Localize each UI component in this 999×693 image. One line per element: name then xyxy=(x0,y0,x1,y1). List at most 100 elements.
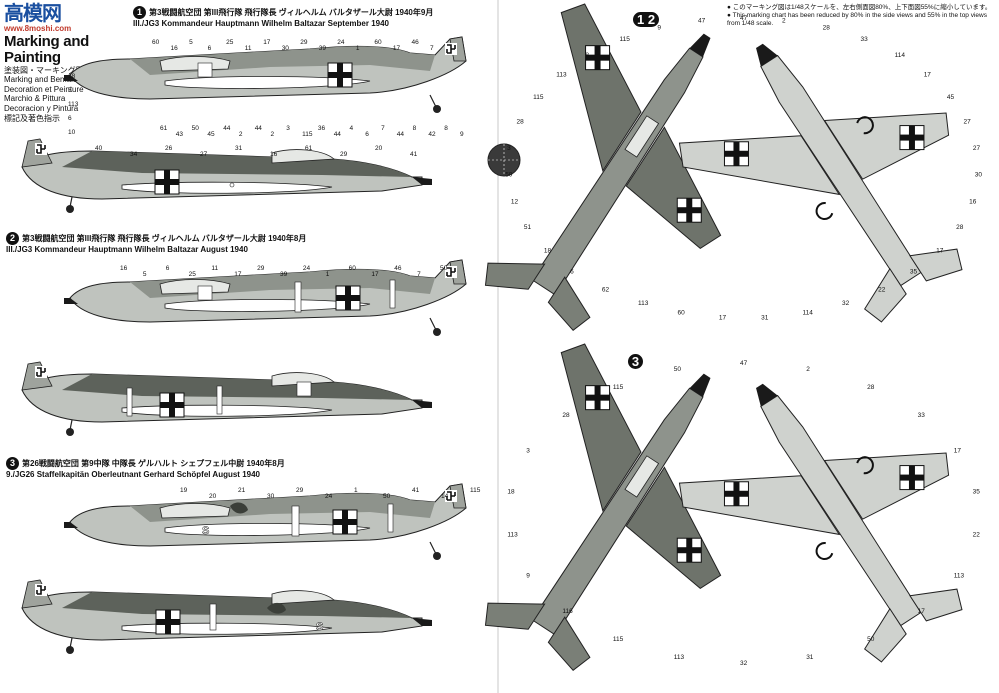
callout-number: 47 xyxy=(698,17,706,24)
callout-number: 22 xyxy=(878,286,886,293)
callout-number: 18 xyxy=(68,73,76,80)
callout-number: 8 xyxy=(413,125,417,132)
callout-number: 17 xyxy=(719,314,727,321)
callout-number: 3 xyxy=(286,125,290,132)
header-line: Marking and Bemalung xyxy=(4,75,87,85)
callout-number: 115 xyxy=(533,94,544,101)
callout-number: 115 xyxy=(470,487,481,494)
callout-number: 39 xyxy=(280,271,288,278)
callout-number: 44 xyxy=(255,125,263,132)
callout-number: 35 xyxy=(973,489,981,496)
callout-number: 16 xyxy=(120,265,128,272)
callout-number: 61 xyxy=(160,125,168,132)
callout-number: 45 xyxy=(207,131,215,138)
callout-number: 3 xyxy=(507,145,511,152)
callout-number: 5 xyxy=(68,87,72,94)
callout-number: 6 xyxy=(68,115,72,122)
callout-number: 3 xyxy=(526,448,530,455)
callout-number: 8 xyxy=(444,125,448,132)
callout-number: 113 xyxy=(638,300,649,307)
scheme-1-2-top-view xyxy=(413,0,809,379)
scale-note-line: ● This marking chart has been reduced by… xyxy=(727,12,987,27)
callout-number: 28 xyxy=(823,25,831,32)
callout-number: 25 xyxy=(226,39,234,46)
callout-number: 114 xyxy=(803,310,814,317)
callout-number: 2 xyxy=(782,17,786,24)
scheme-number: 2 xyxy=(6,232,19,245)
callout-number: 22 xyxy=(973,531,981,538)
scheme-3-left-profile: S xyxy=(63,483,467,560)
callout-number: 62 xyxy=(602,286,610,293)
callout-number: 51 xyxy=(524,224,532,231)
callout-number: 19 xyxy=(180,487,188,494)
plan-badge-text: 3 xyxy=(628,354,643,369)
callout-number: 1 xyxy=(354,487,358,494)
callout-number: 44 xyxy=(334,131,342,138)
scale-note: ● このマーキング図は1/48スケールを、左右側面図80%、上下面図55%に縮小… xyxy=(727,4,999,28)
header-line: 標記及著色指示 xyxy=(4,113,60,123)
callout-number: 29 xyxy=(340,151,348,158)
callout-number: 114 xyxy=(895,52,906,59)
plan-badge-1-2: 1 2 xyxy=(633,12,661,27)
callout-number: 30 xyxy=(975,172,983,179)
scheme-title-en: III./JG3 Kommandeur Hauptmann Wilhelm Ba… xyxy=(133,19,389,28)
callout-number: 7 xyxy=(381,125,385,132)
callout-number: 115 xyxy=(613,636,624,643)
callout-number: 50 xyxy=(192,125,200,132)
callout-number: 115 xyxy=(620,36,631,43)
callout-number: 44 xyxy=(397,131,405,138)
callout-number: 17 xyxy=(918,608,926,615)
callout-number: 6 xyxy=(208,45,212,52)
callout-number: 6 xyxy=(365,131,369,138)
callout-number: 43 xyxy=(176,131,184,138)
callout-number: 2 xyxy=(806,366,810,373)
callout-number: 2 xyxy=(239,131,243,138)
scheme-title-jp: 第3戦闘航空団 第III飛行隊 飛行隊長 ヴィルヘルム バルタザール大尉 194… xyxy=(22,233,307,243)
callout-number: 20 xyxy=(375,145,383,152)
callout-number: 30 xyxy=(282,45,290,52)
callout-number: 50 xyxy=(383,493,391,500)
callout-number: 50 xyxy=(867,636,875,643)
callout-number: 7 xyxy=(430,45,434,52)
callout-number: 60 xyxy=(374,39,382,46)
callout-number: 5 xyxy=(189,39,193,46)
callout-number: 28 xyxy=(867,384,875,391)
callout-number: 44 xyxy=(223,125,231,132)
callout-number: 45 xyxy=(947,94,955,101)
callout-number: 29 xyxy=(296,487,304,494)
watermark: 高模网 xyxy=(4,3,62,25)
scheme-1-left-profile xyxy=(63,36,467,113)
callout-number: 36 xyxy=(318,125,326,132)
scheme-title-en: 9./JG26 Staffelkapitän Oberleutnant Gerh… xyxy=(6,470,260,479)
callout-number: 61 xyxy=(305,145,313,152)
callout-number: 8 xyxy=(585,52,589,59)
callout-number: 17 xyxy=(924,72,932,79)
callout-number: 1 xyxy=(356,45,360,52)
callout-number: 47 xyxy=(740,15,748,22)
callout-number: 42 xyxy=(428,131,436,138)
callout-number: 50 xyxy=(505,172,513,179)
callout-number: 24 xyxy=(303,265,311,272)
callout-number: 24 xyxy=(337,39,345,46)
callout-number: 31 xyxy=(806,654,814,661)
callout-number: 60 xyxy=(678,310,686,317)
scheme-1-right-profile xyxy=(21,138,433,213)
code-letter: S xyxy=(316,621,323,633)
scheme-2-right-profile xyxy=(21,361,433,436)
callout-number: 40 xyxy=(95,145,103,152)
callout-number: 1 xyxy=(326,271,330,278)
callout-number: 33 xyxy=(861,36,869,43)
callout-number: 2 xyxy=(271,131,275,138)
callout-number: 115 xyxy=(613,384,624,391)
callout-number: 115 xyxy=(302,131,313,138)
callout-number: 9 xyxy=(526,572,530,579)
callout-number: 32 xyxy=(740,660,748,667)
callout-number: 17 xyxy=(371,271,379,278)
scale-note-line: ● このマーキング図は1/48スケールを、左右側面図80%、上下面図55%に縮小… xyxy=(727,4,992,11)
callout-number: 26 xyxy=(165,145,173,152)
watermark-url: www.8moshi.com xyxy=(4,24,72,33)
